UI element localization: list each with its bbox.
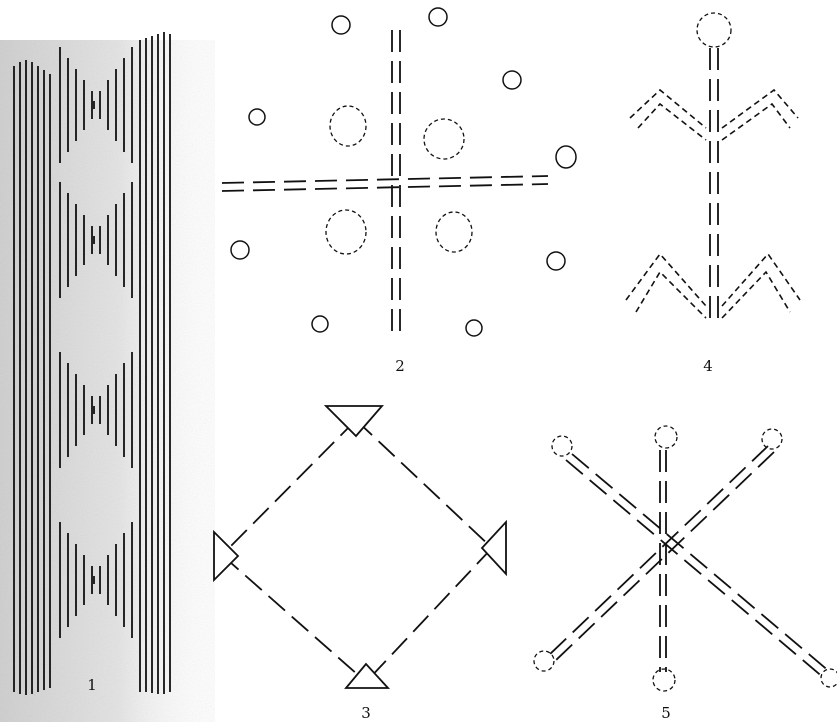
figure-5-six-armed-star bbox=[534, 426, 837, 691]
figure-2-label: 2 bbox=[395, 357, 405, 375]
figure-4-label: 4 bbox=[703, 357, 713, 375]
figure-5-label: 5 bbox=[661, 704, 671, 722]
figure-4-tree-motif bbox=[626, 13, 800, 326]
figure-1-vertical-ornament bbox=[0, 32, 215, 722]
figure-2-cross-with-circles bbox=[222, 8, 576, 336]
figure-3-rhombus-with-triangles bbox=[214, 406, 506, 688]
figure-1-label: 1 bbox=[87, 676, 97, 694]
figure-3-label: 3 bbox=[361, 704, 371, 722]
